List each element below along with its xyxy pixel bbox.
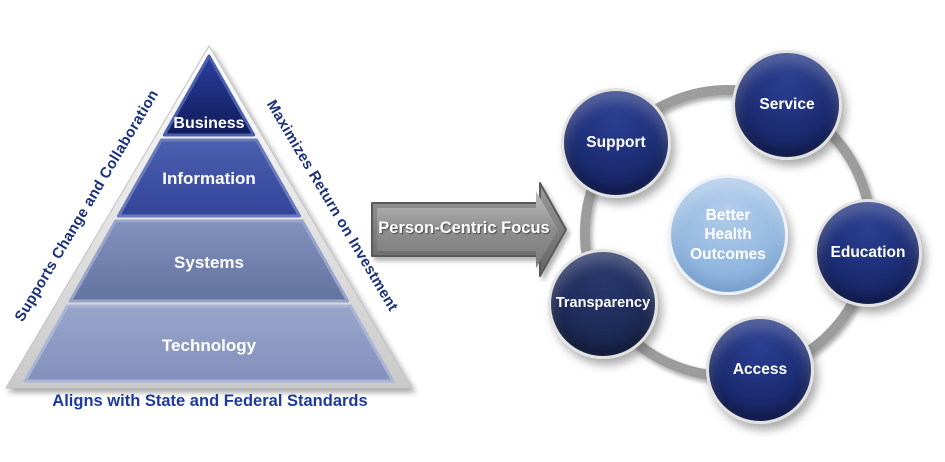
cycle-node-service-label: Service xyxy=(759,96,815,114)
cycle-node-transparency: Transparency xyxy=(548,249,658,359)
pyramid-label-information: Information xyxy=(162,169,256,188)
cycle-center-label: Better Health Outcomes xyxy=(690,206,766,263)
pyramid-label-systems: Systems xyxy=(174,253,244,272)
cycle-node-service: Service xyxy=(732,50,842,160)
pyramid-layer-information xyxy=(116,138,302,218)
pyramid-layer-systems xyxy=(68,219,350,303)
cycle-node-transparency-label: Transparency xyxy=(555,295,651,312)
cycle-node-education: Education xyxy=(814,199,922,307)
flow-arrow-label: Person-Centric Focus xyxy=(378,219,550,237)
flow-arrow xyxy=(371,182,567,277)
cycle-node-access: Access xyxy=(706,316,814,424)
pyramid-bottom-caption: Aligns with State and Federal Standards xyxy=(52,392,368,410)
pyramid-layer-technology xyxy=(23,304,395,383)
cycle-node-education-label: Education xyxy=(830,244,906,262)
pyramid-label-business: Business xyxy=(173,115,244,132)
pyramid: Business Information Systems Technology xyxy=(5,45,413,389)
pyramid-layer-business xyxy=(162,54,256,137)
cycle-node-access-label: Access xyxy=(732,361,788,379)
cycle-node-support: Support xyxy=(561,88,671,198)
cycle-node-support-label: Support xyxy=(586,134,646,152)
flow-arrow-bevel xyxy=(377,191,558,268)
cycle-center-circle: Better Health Outcomes xyxy=(668,175,788,295)
pyramid-label-technology: Technology xyxy=(162,336,257,355)
